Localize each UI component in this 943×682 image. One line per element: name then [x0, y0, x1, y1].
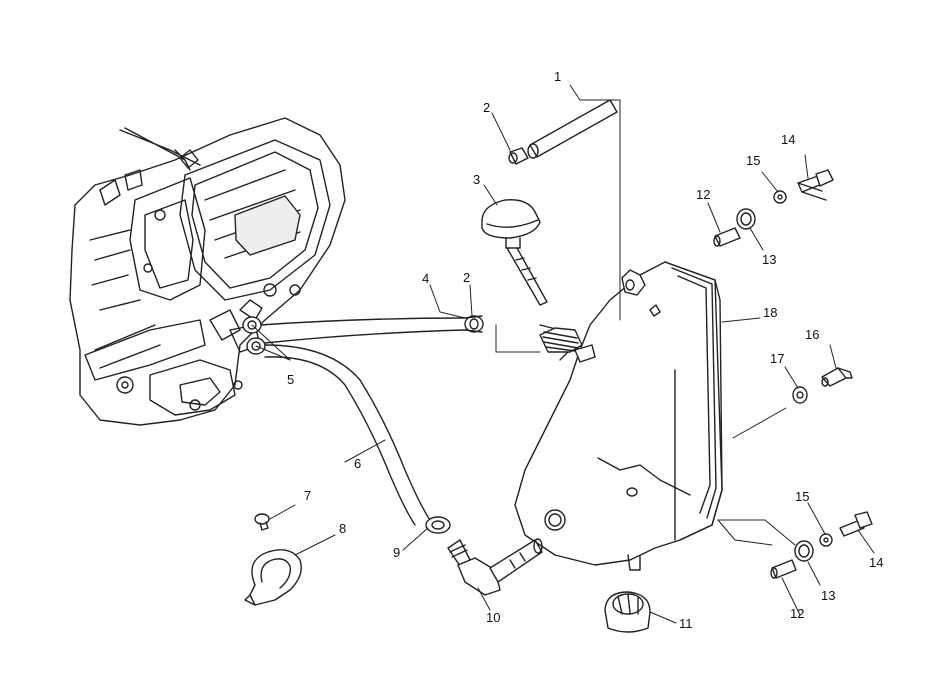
callout-15: 15 [746, 153, 760, 168]
bolt-14-top [797, 169, 834, 201]
callout-14: 14 [781, 132, 795, 147]
callout-11: 11 [679, 616, 693, 631]
washer-15-top [773, 190, 787, 204]
spacer-12-top [713, 227, 741, 247]
callout-12: 12 [790, 606, 804, 621]
bushing-13-top [736, 208, 756, 230]
callout-1: 1 [554, 69, 561, 84]
engine-assembly [69, 117, 346, 426]
breather-tube-1 [508, 99, 618, 165]
elbow-fitting-10 [447, 538, 543, 596]
callout-6: 6 [354, 456, 361, 471]
bushing-13-bottom [794, 540, 814, 562]
clamp-2-hose [464, 315, 484, 333]
leader-lines [251, 84, 875, 624]
callout-10: 10 [486, 610, 500, 625]
callout-2: 2 [483, 100, 490, 115]
washer-15-bottom [819, 533, 833, 547]
callout-12: 12 [696, 187, 710, 202]
callout-17: 17 [770, 351, 784, 366]
clamp-9 [425, 516, 451, 534]
callout-14: 14 [869, 555, 883, 570]
callout-9: 9 [393, 545, 400, 560]
oil-tank [514, 261, 723, 571]
callout-13: 13 [821, 588, 835, 603]
fitting-16 [821, 367, 853, 387]
callout-18: 18 [763, 305, 777, 320]
callout-2: 2 [463, 270, 470, 285]
washer-17 [792, 386, 808, 404]
callout-5: 5 [287, 372, 294, 387]
spacer-12-bottom [770, 559, 797, 579]
callout-7: 7 [304, 488, 311, 503]
callout-labels: 1 2 2 3 4 5 6 7 8 9 10 11 12 12 13 13 14… [287, 69, 883, 631]
filler-neck [539, 327, 596, 363]
bolt-14-bottom [839, 511, 873, 537]
callout-3: 3 [473, 172, 480, 187]
dipstick-cap-3 [481, 199, 548, 306]
callout-15: 15 [795, 489, 809, 504]
callout-16: 16 [805, 327, 819, 342]
screw-7 [254, 513, 270, 531]
callout-4: 4 [422, 271, 429, 286]
callout-8: 8 [339, 521, 346, 536]
hose-4 [259, 317, 466, 344]
callout-13: 13 [762, 252, 776, 267]
grommet-11 [604, 591, 651, 633]
hose-6 [264, 344, 431, 526]
clamp-8 [244, 549, 302, 606]
